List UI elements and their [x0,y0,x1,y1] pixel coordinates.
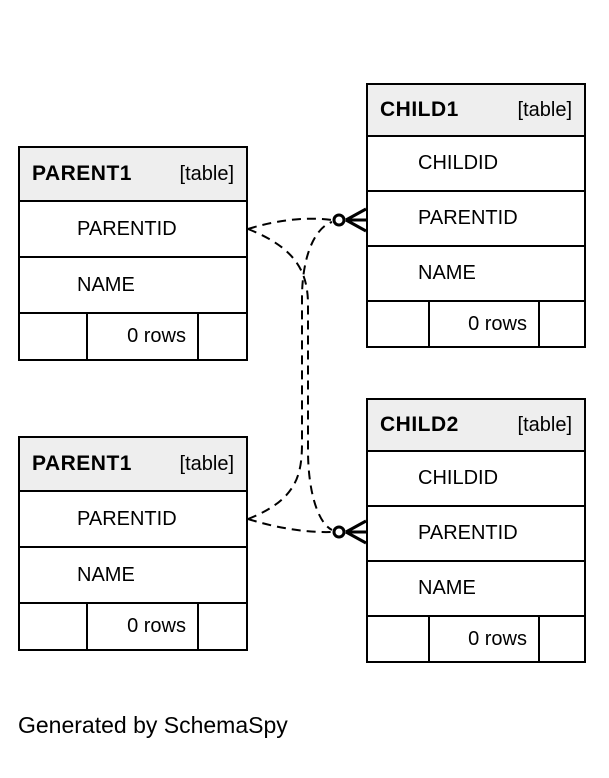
table-node-parent1-bottom[interactable]: PARENT1 [table] PARENTID NAME 0 rows [18,436,248,651]
column-cell-parentid: PARENTID [20,492,246,548]
zero-or-many-marker-child2 [332,519,367,545]
footer-left-cell [20,314,88,359]
footer-left-cell [368,302,430,346]
table-name: CHILD1 [380,98,459,121]
relationship-line-parent1top-child2 [247,228,333,531]
relationship-line-parent1top-child1 [247,217,333,230]
generator-caption: Generated by SchemaSpy [18,712,288,738]
column-cell-name: NAME [368,562,584,617]
footer-right-cell [197,604,246,649]
table-type-tag: [table] [179,162,234,185]
row-count: 0 rows [127,615,186,637]
table-type-tag: [table] [179,452,234,475]
footer-right-cell [197,314,246,359]
zero-circle-icon [332,213,346,227]
table-header: CHILD2 [table] [368,400,584,452]
column-cell-childid: CHILDID [368,137,584,192]
relationship-line-parent1bottom-child2 [247,518,333,534]
table-footer: 0 rows [368,302,584,346]
column-cell-parentid: PARENTID [368,507,584,562]
table-footer: 0 rows [20,604,246,649]
table-footer: 0 rows [20,314,246,359]
table-name: CHILD2 [380,413,459,436]
footer-right-cell [538,302,584,346]
column-cell-name: NAME [20,258,246,314]
table-node-parent1-top[interactable]: PARENT1 [table] PARENTID NAME 0 rows [18,146,248,361]
column-cell-childid: CHILDID [368,452,584,507]
table-header: PARENT1 [table] [20,148,246,202]
row-count: 0 rows [468,312,527,335]
table-header: CHILD1 [table] [368,85,584,137]
table-name: PARENT1 [32,452,132,475]
table-node-child1[interactable]: CHILD1 [table] CHILDID PARENTID NAME 0 r… [366,83,586,348]
table-node-child2[interactable]: CHILD2 [table] CHILDID PARENTID NAME 0 r… [366,398,586,663]
table-type-tag: [table] [517,98,572,121]
column-cell-parentid: PARENTID [20,202,246,258]
row-count: 0 rows [127,325,186,347]
footer-right-cell [538,617,584,661]
table-header: PARENT1 [table] [20,438,246,492]
zero-circle-icon [332,525,346,539]
row-count: 0 rows [468,627,527,650]
column-cell-name: NAME [20,548,246,604]
column-cell-parentid: PARENTID [368,192,584,247]
table-footer: 0 rows [368,617,584,661]
column-cell-name: NAME [368,247,584,302]
table-name: PARENT1 [32,162,132,185]
footer-left-cell [20,604,88,649]
table-type-tag: [table] [517,413,572,436]
relationship-line-parent1bottom-child1 [247,221,333,520]
zero-or-many-marker-child1 [332,207,367,233]
footer-left-cell [368,617,430,661]
